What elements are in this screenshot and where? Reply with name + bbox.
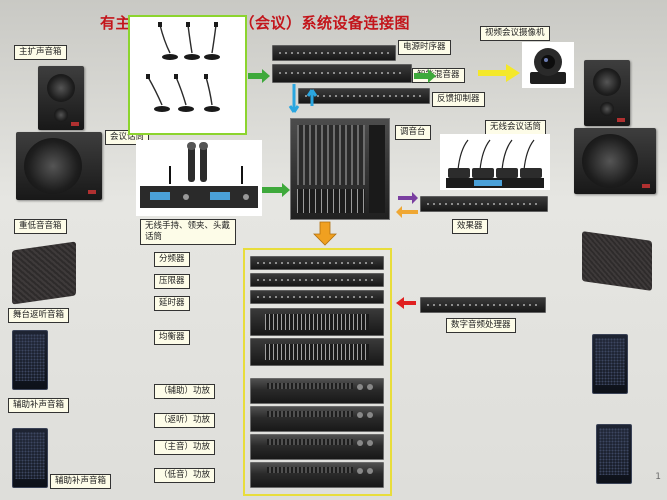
label-subwoofer: 重低音音箱 <box>14 219 67 234</box>
label-feedback-suppressor: 反馈抑制器 <box>432 92 485 107</box>
label-effects: 效果器 <box>452 219 488 234</box>
effects-device <box>420 196 548 212</box>
label-amp-monitor: （返听）功放 <box>154 413 216 428</box>
wireless-conf-mic-panel <box>440 134 550 190</box>
limiter-device <box>250 273 384 287</box>
label-video-camera: 视频会议摄像机 <box>480 26 550 41</box>
label-amp-main: （主音）功放 <box>154 440 216 455</box>
label-smart-mixer: 智能混音器 <box>412 68 465 83</box>
arrow-console-to-rack <box>313 221 337 246</box>
conference-mics-panel <box>128 15 247 135</box>
aux-fill-speaker-2-image <box>12 428 48 488</box>
amp-monitor-device <box>250 406 384 432</box>
page-number: 1 <box>655 472 661 482</box>
arrow-mixer-right <box>414 69 436 83</box>
arrow-blue-up <box>306 89 318 106</box>
digital-processor-device <box>420 297 546 313</box>
label-amp-aux: （辅助）功放 <box>154 384 216 399</box>
amp-aux-device <box>250 378 384 404</box>
label-main-speaker: 主扩声音箱 <box>14 45 67 60</box>
right-aux-fill-speaker-2-image <box>596 424 632 484</box>
aux-fill-speaker-1-image <box>12 330 48 390</box>
label-crossover: 分频器 <box>154 252 190 267</box>
wireless-mics-receiver-icon <box>140 142 258 208</box>
delay-device <box>250 290 384 304</box>
arrow-console-to-effects <box>398 192 418 204</box>
arrow-processor-to-rack <box>396 297 416 309</box>
crossover-device <box>250 256 384 270</box>
label-digital-processor: 数字音频处理器 <box>446 318 516 333</box>
main-speaker-image <box>38 66 84 130</box>
label-stage-monitor: 舞台返听音箱 <box>8 308 70 323</box>
label-limiter: 压限器 <box>154 274 190 289</box>
arrow-wireless-to-console <box>262 183 290 197</box>
arrow-blue-down-left <box>288 84 300 113</box>
feedback-suppressor-device <box>298 88 430 104</box>
label-equalizer: 均衡器 <box>154 330 190 345</box>
ptz-camera-icon <box>530 48 566 84</box>
label-delay: 延时器 <box>154 296 190 311</box>
label-wireless-handheld: 无线手持、领夹、头戴话筒 <box>140 219 236 245</box>
label-aux-fill-2: 辅助补声音箱 <box>50 474 112 489</box>
wireless-handheld-panel <box>136 140 262 216</box>
arrow-mics-to-mixer <box>248 69 270 83</box>
arrow-to-camera <box>478 64 520 82</box>
amp-bass-device <box>250 462 384 488</box>
video-camera-panel <box>522 42 574 88</box>
label-amp-bass: （低音）功放 <box>154 468 216 483</box>
amp-main-device <box>250 434 384 460</box>
label-mixing-console: 调音台 <box>395 125 431 140</box>
subwoofer-speaker-image <box>16 132 102 200</box>
gooseneck-mics-icon <box>146 22 220 112</box>
smart-mixer-device <box>272 64 412 83</box>
mixing-console-device <box>290 118 390 220</box>
wireless-conf-mics-icon <box>446 139 544 188</box>
label-aux-fill-1: 辅助补声音箱 <box>8 398 70 413</box>
right-main-speaker-image <box>584 60 630 126</box>
power-sequencer-device <box>272 45 396 61</box>
label-power-sequencer: 电源时序器 <box>398 40 451 55</box>
equalizer-device-2 <box>250 338 384 366</box>
equalizer-device-1 <box>250 308 384 336</box>
arrow-effects-to-console <box>396 206 418 218</box>
right-aux-fill-speaker-1-image <box>592 334 628 394</box>
right-subwoofer-image <box>574 128 656 194</box>
